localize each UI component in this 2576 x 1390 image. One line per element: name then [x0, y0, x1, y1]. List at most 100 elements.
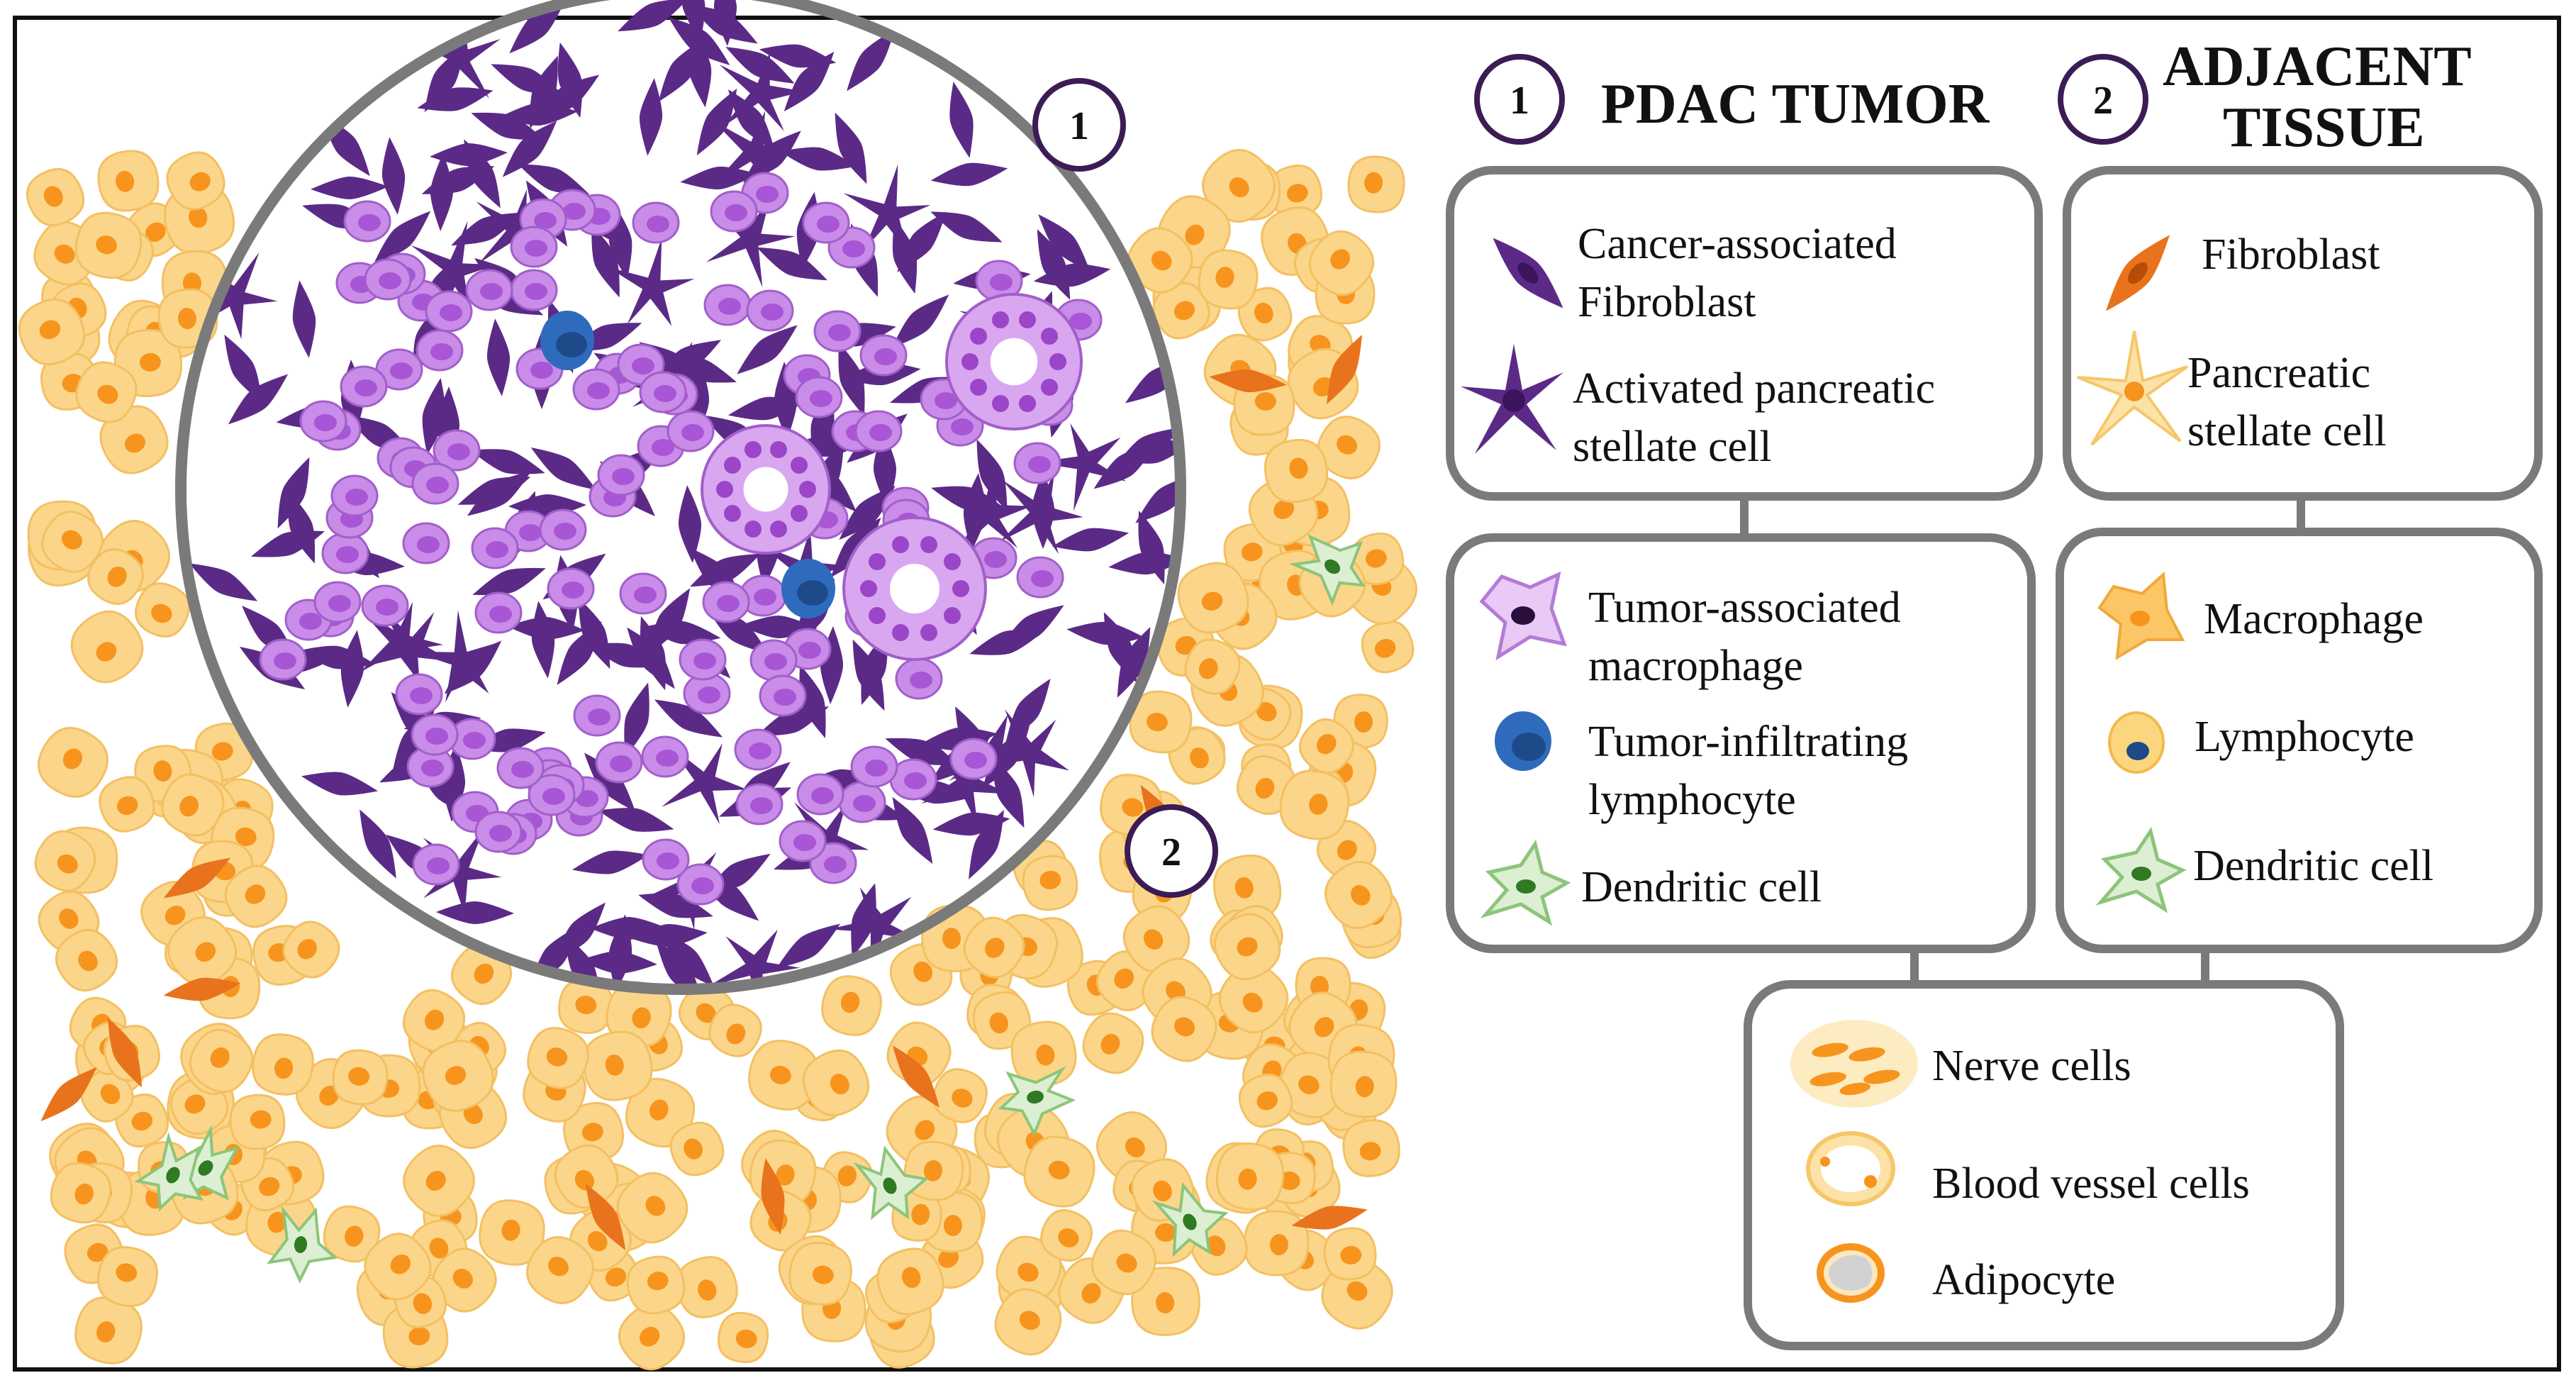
- tumor-fibroblast: [921, 743, 1008, 826]
- stellate-purple-icon: [1461, 344, 1563, 454]
- tumor-fibroblast: [992, 756, 1025, 828]
- tumor-fibroblast: [301, 772, 378, 796]
- tumor-fibroblast: [852, 639, 885, 711]
- acinar-cell: [1184, 638, 1241, 695]
- adjacent-tissue-cells: [18, 149, 1417, 1371]
- adjacent-stroma-box: [2063, 166, 2543, 501]
- acinar-cell: [1269, 165, 1322, 218]
- acinar-cell: [224, 864, 288, 928]
- adjacent-heading-line2: TISSUE: [2223, 96, 2425, 159]
- lymphocyte-yellow-icon: [2108, 711, 2165, 774]
- acinar-cell: [1023, 1135, 1095, 1208]
- acinar-cell: [788, 1242, 852, 1306]
- tumor-fibroblast: [224, 334, 262, 404]
- acinar-cell: [1324, 860, 1393, 930]
- tumor-fibroblast: [420, 15, 501, 99]
- tumor-fibroblast: [277, 457, 310, 529]
- acinar-cell: [55, 928, 118, 992]
- tumor-fibroblast: [690, 4, 758, 44]
- tumor-fibroblast: [1108, 551, 1181, 575]
- legend-label-til: Tumor-infiltrating lymphocyte: [1588, 718, 1909, 824]
- tumor-fibroblast: [591, 224, 620, 298]
- tumor-fibroblast: [476, 189, 560, 269]
- legend-label-fibroblast: Fibroblast: [2202, 230, 2380, 279]
- tumor-fibroblast: [228, 374, 289, 425]
- acinar-cell: [1308, 230, 1375, 296]
- stellate-yellow-icon: [2077, 330, 2189, 446]
- tumor-epithelial-cell: [595, 741, 643, 784]
- acinar-cell: [1347, 155, 1405, 213]
- legend-label-psc: Pancreatic stellate cell: [2187, 349, 2387, 455]
- tumor-epithelial-cell: [330, 474, 379, 517]
- tumor-fibroblast: [624, 682, 649, 757]
- tumor-gland: [842, 516, 987, 661]
- acinar-cell: [1298, 718, 1355, 774]
- acinar-cell: [1022, 855, 1078, 911]
- tumor-fibroblast: [843, 164, 931, 252]
- acinar-cell: [1082, 1012, 1144, 1074]
- acinar-cell: [403, 989, 465, 1052]
- tumor-epithelial-cell: [510, 269, 558, 311]
- tumor-fibroblast: [486, 318, 511, 396]
- legend-label-macrophage: Macrophage: [2204, 595, 2424, 643]
- acinar-cell: [1323, 1227, 1377, 1281]
- acinar-cell: [669, 1121, 725, 1177]
- tumor-epithelial-cell: [474, 591, 523, 634]
- acinar-cell: [932, 1068, 988, 1123]
- acinar-cell: [1131, 1267, 1200, 1336]
- tumor-gland: [945, 293, 1083, 430]
- tumor-epithelial-cell: [433, 429, 481, 472]
- legend-label-adjacent-dendritic: Dendritic cell: [2193, 842, 2434, 890]
- tumor-fibroblast: [930, 162, 1008, 187]
- tumor-epithelial-cell: [889, 758, 937, 801]
- tumor-epithelial-cell: [949, 738, 998, 780]
- tumor-fibroblast: [1135, 474, 1181, 523]
- tumor-epithelial-cell: [474, 811, 523, 853]
- acinar-cell: [166, 151, 225, 211]
- tumor-fibroblast: [530, 447, 597, 490]
- tumor-fibroblast: [598, 808, 674, 832]
- tumor-cells: [189, 0, 1181, 989]
- tumor-fibroblast: [292, 280, 316, 358]
- acinar-cell: [70, 610, 144, 684]
- tumor-epithelial-cell: [411, 713, 459, 756]
- tumor-fibroblast: [639, 78, 663, 156]
- legend-label-activated-psc: Activated pancreatic stellate cell: [1573, 365, 1936, 471]
- tumor-fibroblast: [780, 147, 857, 171]
- tumor-fibroblast: [412, 610, 500, 703]
- svg-text:2: 2: [2093, 79, 2113, 123]
- acinar-cell: [676, 1256, 738, 1318]
- tumor-fibroblast: [1052, 528, 1130, 552]
- tumor-fibroblast: [590, 917, 668, 940]
- tumor-epithelial-cell: [796, 773, 844, 816]
- tumor-epithelial-cell: [854, 410, 903, 452]
- acinar-cell: [1122, 905, 1191, 973]
- adipocyte-icon: [1817, 1243, 1885, 1303]
- tumor-fibroblast: [931, 486, 1006, 511]
- tumor-fibroblast: [737, 325, 798, 374]
- tumor-fibroblast: [981, 709, 1069, 798]
- tumor-immune-box: [1446, 533, 2036, 953]
- tumor-epithelial-cell: [416, 329, 464, 372]
- legend-label-adipocyte: Adipocyte: [1932, 1256, 2116, 1304]
- tumor-epithelial-cell: [802, 201, 850, 244]
- dendritic-green-icon: [1480, 839, 1571, 926]
- stromal-cell: [1152, 1182, 1229, 1257]
- tumor-epithelial-cell: [1016, 556, 1064, 599]
- acinar-cell: [1091, 1229, 1157, 1296]
- tumor-epithelial-cell: [471, 527, 519, 569]
- tumor-lymphocyte: [781, 559, 835, 618]
- tumor-fibroblast: [373, 211, 431, 265]
- acinar-cell: [1129, 690, 1193, 754]
- acinar-cell: [167, 916, 238, 986]
- tumor-epithelial-cell: [632, 201, 680, 244]
- tumor-epithelial-cell: [448, 718, 496, 760]
- acinar-cell: [332, 1049, 389, 1106]
- legend-label-lymphocyte: Lymphocyte: [2195, 713, 2414, 761]
- acinar-cell: [1190, 1218, 1248, 1276]
- tumor-epithelial-cell: [639, 371, 687, 413]
- tumor-epithelial-cell: [734, 728, 782, 771]
- acinar-cell: [1202, 149, 1276, 223]
- tumor-fibroblast: [436, 901, 514, 924]
- tumor-fibroblast: [1033, 263, 1111, 287]
